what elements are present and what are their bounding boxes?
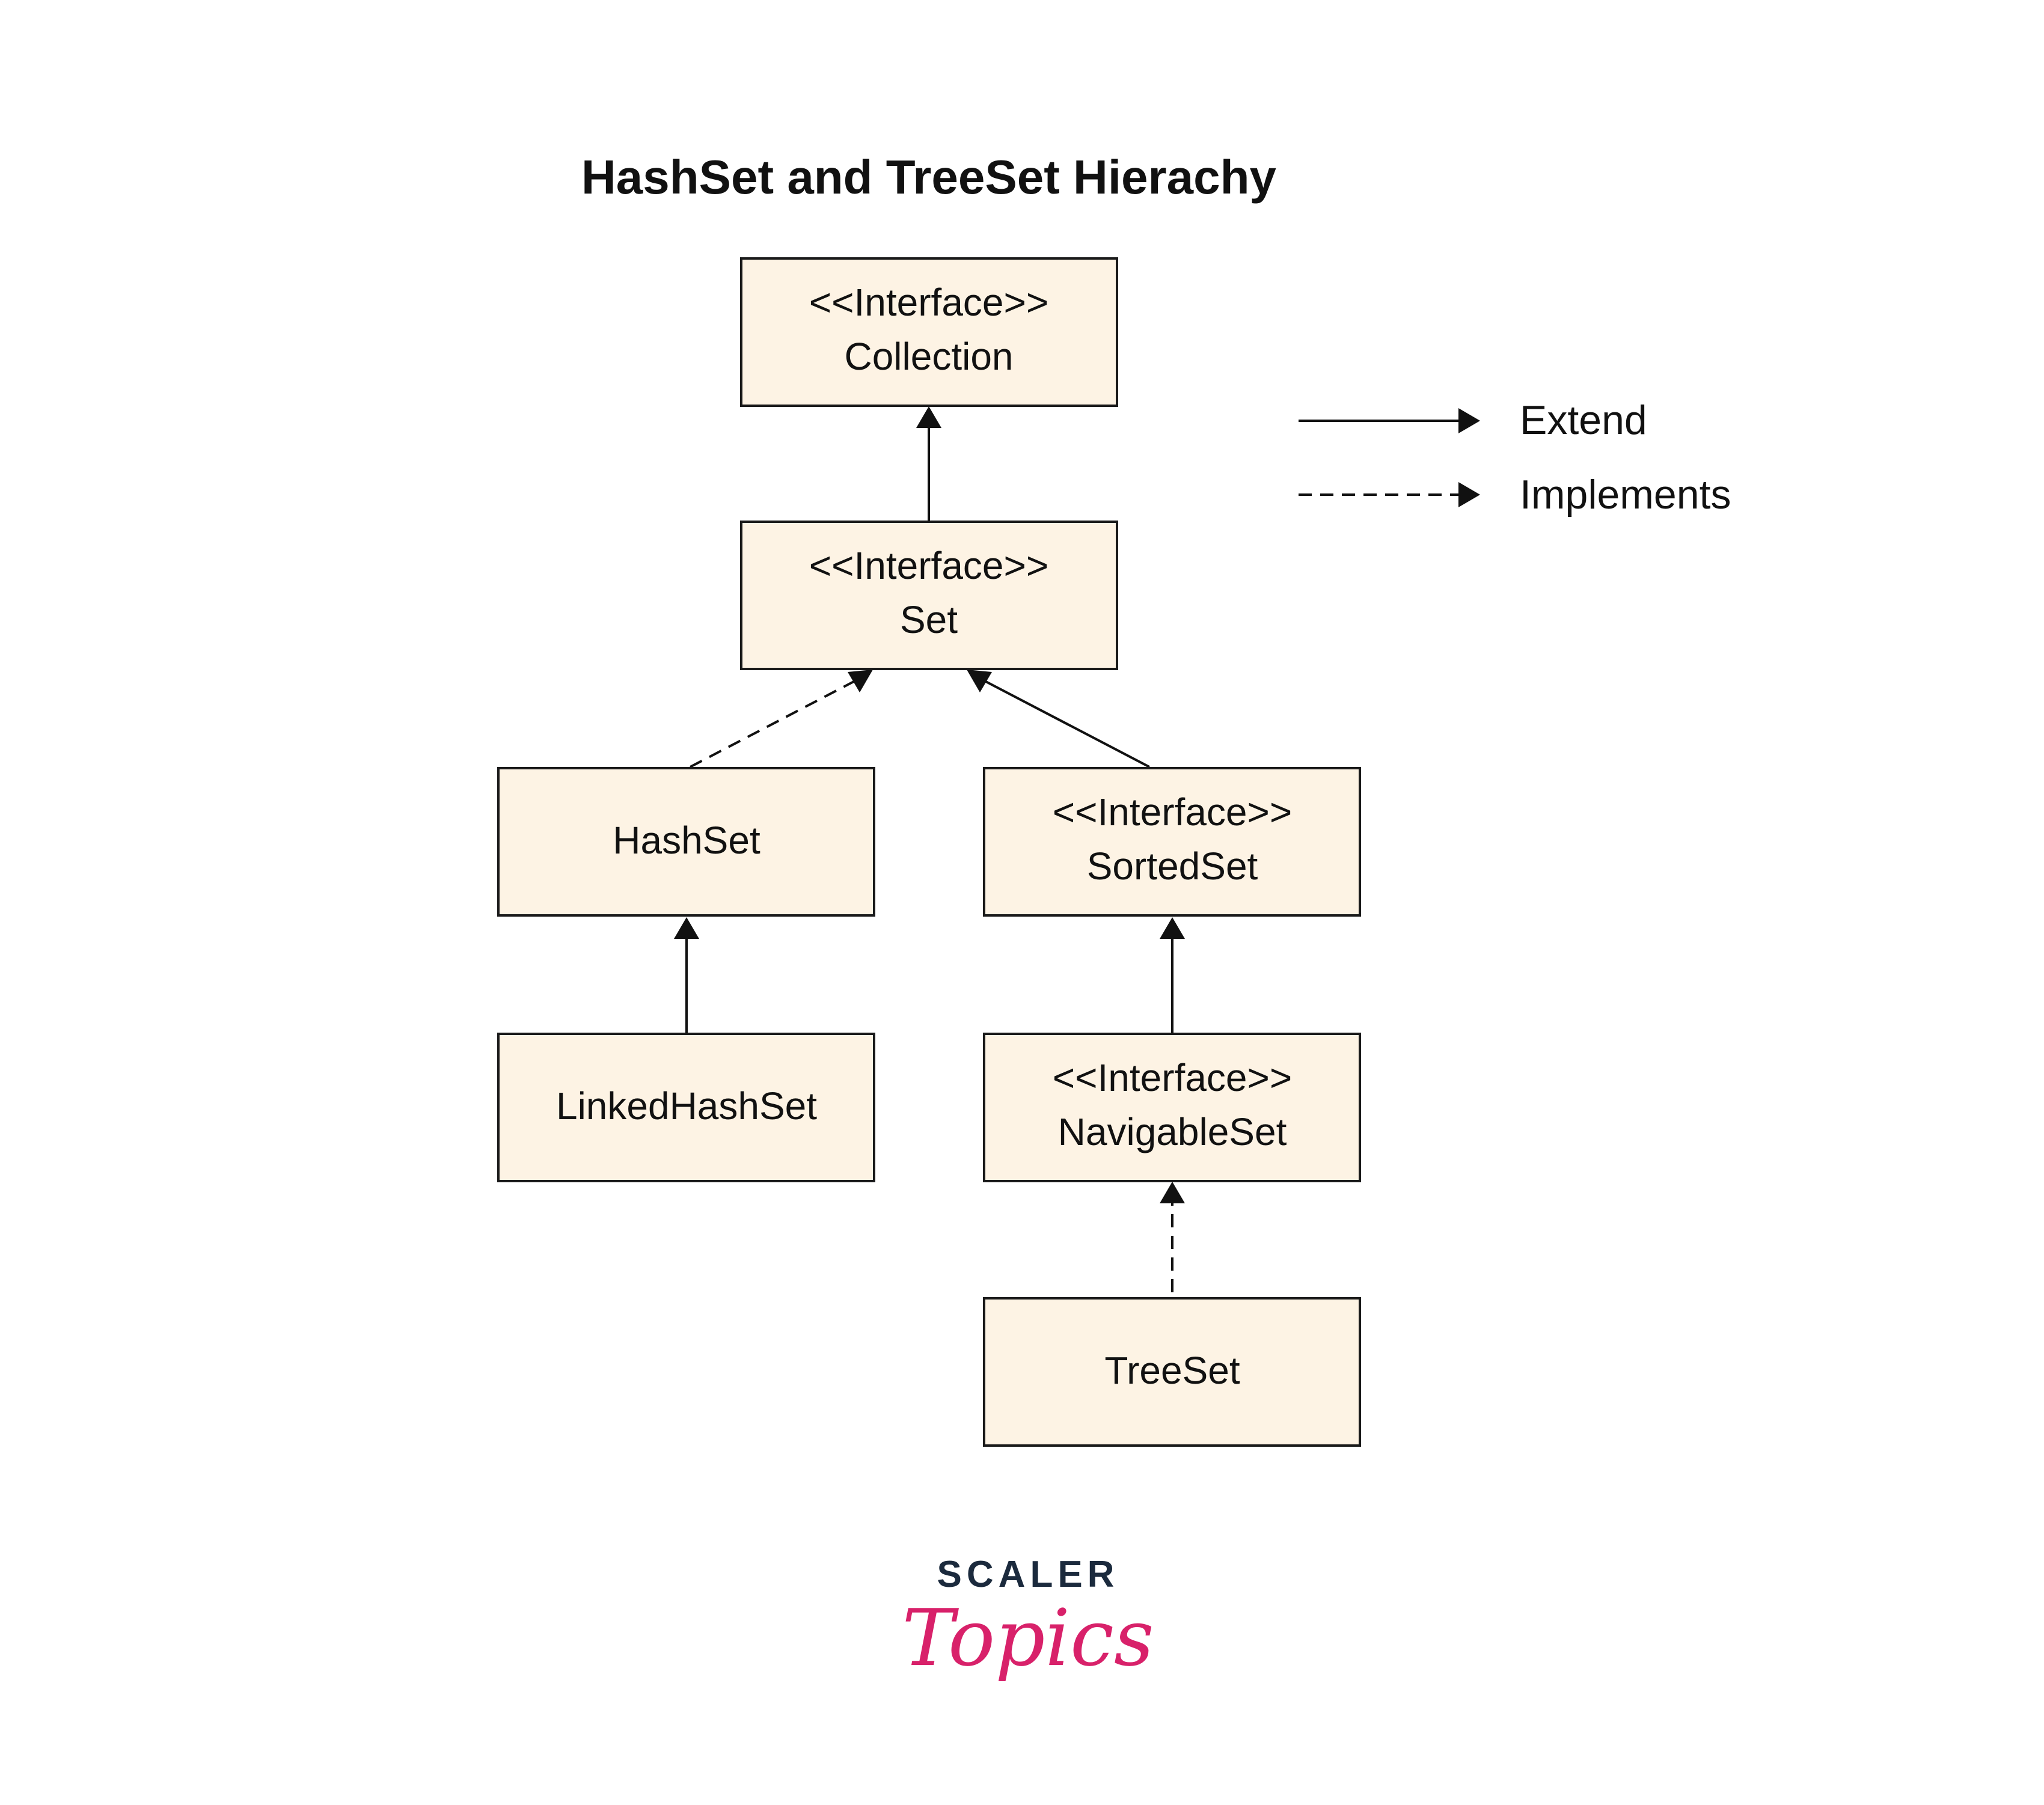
node-stereotype: <<Interface>> xyxy=(809,544,1049,587)
node-name: SortedSet xyxy=(1087,844,1258,888)
node-name: NavigableSet xyxy=(1058,1110,1287,1153)
arrowhead-hashset xyxy=(674,917,699,939)
edge-hashset-to-set xyxy=(690,680,854,768)
arrowhead-set-from-sortedset xyxy=(967,670,992,692)
arrowhead-sortedset xyxy=(1160,917,1185,939)
logo-scaler-text: SCALER xyxy=(937,1554,1119,1595)
node-box xyxy=(983,1033,1361,1182)
node-collection: <<Interface>> Collection xyxy=(740,257,1118,407)
arrowhead-navigableset xyxy=(1160,1182,1185,1203)
node-box xyxy=(983,767,1361,917)
diagram-title: HashSet and TreeSet Hierachy xyxy=(581,150,1277,204)
node-name: HashSet xyxy=(613,819,760,862)
legend-implements-label: Implements xyxy=(1520,472,1731,518)
arrowhead-set-from-hashset xyxy=(848,670,873,692)
node-treeset: TreeSet xyxy=(983,1297,1361,1447)
node-stereotype: <<Interface>> xyxy=(1053,1056,1293,1099)
node-navigableset: <<Interface>> NavigableSet xyxy=(983,1033,1361,1182)
legend-implements-arrowhead xyxy=(1458,482,1480,507)
arrowhead-collection xyxy=(916,406,941,428)
legend-extend-label: Extend xyxy=(1520,397,1647,443)
node-name: TreeSet xyxy=(1104,1349,1240,1392)
logo-topics-text: Topics xyxy=(902,1592,1154,1684)
node-sortedset: <<Interface>> SortedSet xyxy=(983,767,1361,917)
legend-extend-arrowhead xyxy=(1458,408,1480,433)
node-name: LinkedHashSet xyxy=(556,1084,817,1128)
node-box xyxy=(740,257,1118,407)
node-linkedhashset: LinkedHashSet xyxy=(497,1033,875,1182)
legend: Extend Implements xyxy=(1299,397,1731,518)
node-box xyxy=(983,1297,1361,1447)
node-box xyxy=(497,1033,875,1182)
node-stereotype: <<Interface>> xyxy=(809,281,1049,324)
scaler-topics-logo: SCALER Topics xyxy=(902,1554,1154,1684)
node-box xyxy=(497,767,875,917)
edges xyxy=(674,406,1185,1292)
node-stereotype: <<Interface>> xyxy=(1053,790,1293,834)
node-set: <<Interface>> Set xyxy=(740,521,1118,670)
node-name: Collection xyxy=(844,335,1013,378)
node-hashset: HashSet xyxy=(497,767,875,917)
edge-sortedset-to-set xyxy=(985,680,1150,768)
node-box xyxy=(740,521,1118,670)
node-name: Set xyxy=(900,598,958,641)
